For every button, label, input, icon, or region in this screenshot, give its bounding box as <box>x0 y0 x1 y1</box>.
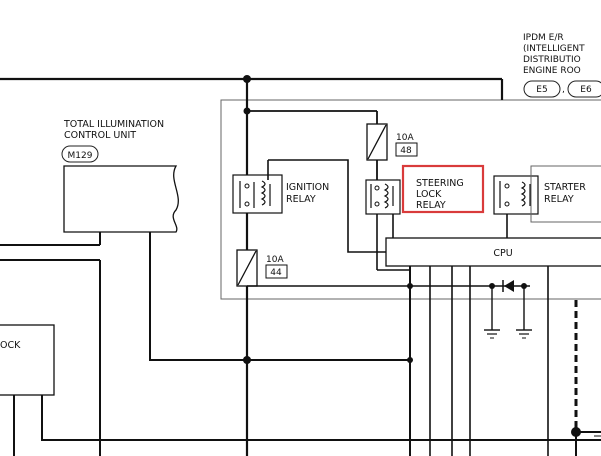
svg-text:M129: M129 <box>68 151 93 161</box>
svg-text:IPDM E/R: IPDM E/R <box>523 33 564 43</box>
starter-relay-frame <box>530 165 601 223</box>
connector-e6: E6 <box>567 80 601 98</box>
ipdm-module-box <box>220 99 601 300</box>
junction-dot <box>407 357 413 363</box>
svg-text:CPU: CPU <box>493 248 512 259</box>
starter-relay-label-1: STARTER <box>544 182 586 193</box>
total-illumination-label: TOTAL ILLUMINATION CONTROL UNIT <box>63 119 164 141</box>
svg-text:48: 48 <box>400 146 412 156</box>
starter-relay-label-2: RELAY <box>544 194 574 205</box>
fuse-44: 10A 44 <box>236 249 288 287</box>
steering-lock-relay <box>365 179 401 215</box>
steering-lock-label-1: STEERING <box>416 178 464 189</box>
svg-text:44: 44 <box>270 268 282 278</box>
svg-text:CONTROL UNIT: CONTROL UNIT <box>64 130 136 141</box>
ground-icon <box>484 286 500 339</box>
connector-e5: E5 <box>523 80 561 98</box>
steering-lock-label-3: RELAY <box>416 200 446 211</box>
connector-separator: , <box>562 85 565 95</box>
svg-text:10A: 10A <box>266 255 284 265</box>
fuse-48: 10A 48 <box>366 123 418 161</box>
ignition-relay-label-2: RELAY <box>286 194 316 205</box>
svg-text:E5: E5 <box>536 85 547 95</box>
illumination-wire <box>149 232 410 361</box>
ignition-relay <box>232 174 283 214</box>
svg-text:E6: E6 <box>580 85 592 95</box>
steering-lock-highlight <box>401 164 485 214</box>
svg-text:(INTELLIGENT: (INTELLIGENT <box>523 44 585 54</box>
ipdm-label: IPDM E/R (INTELLIGENT DISTRIBUTIO ENGINE… <box>523 33 585 76</box>
ignition-relay-label-1: IGNITION <box>286 182 329 193</box>
svg-text:TOTAL ILLUMINATION: TOTAL ILLUMINATION <box>63 119 164 130</box>
junction-dot <box>243 356 251 364</box>
illumination-unit-box <box>63 165 179 233</box>
steering-lock-label-2: LOCK <box>416 189 442 200</box>
cpu-block: CPU <box>385 237 601 267</box>
svg-text:DISTRIBUTIO: DISTRIBUTIO <box>523 55 581 65</box>
diode-icon <box>502 280 514 292</box>
ignition-coil-wire <box>268 159 388 253</box>
connector-m129: M129 <box>61 145 99 163</box>
lock-unit-wire <box>41 395 601 441</box>
svg-text:10A: 10A <box>396 133 414 143</box>
lock-unit-label: OCK <box>0 340 21 351</box>
ground-icon <box>516 286 532 339</box>
svg-text:ENGINE ROO: ENGINE ROO <box>523 66 581 76</box>
lock-unit-box <box>0 324 55 396</box>
